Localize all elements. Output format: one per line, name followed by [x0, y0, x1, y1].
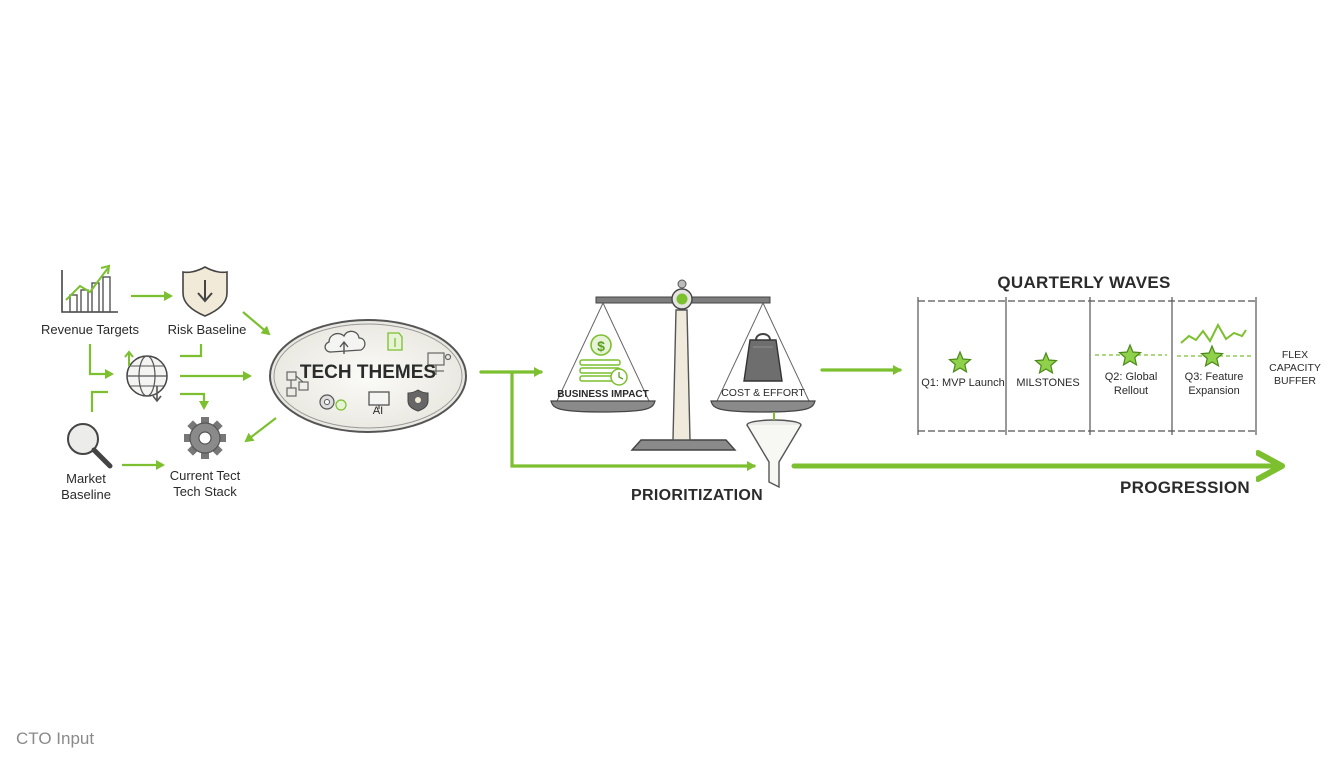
growth-chart-icon	[61, 264, 118, 313]
flex-capacity-label: FLEX CAPACITY BUFFER	[1269, 349, 1321, 388]
tech-themes-oval	[269, 319, 467, 433]
wave-q1-label: Q1: MVP Launch	[921, 377, 1005, 389]
process-icon	[286, 371, 309, 397]
waves-table	[917, 297, 1257, 435]
trend-squiggle-icon	[1180, 322, 1247, 344]
star-icon	[1034, 351, 1058, 375]
risk-baseline-label: Risk Baseline	[167, 322, 247, 337]
quarterly-waves-title: QUARTERLY WAVES	[997, 273, 1171, 292]
progression-label: PROGRESSION	[1120, 478, 1250, 497]
business-impact-label: BUSINESS IMPACT	[557, 389, 649, 400]
revenue-targets-label: Revenue Targets	[40, 322, 140, 337]
wave-milestones-label: MILSTONES	[1016, 377, 1080, 389]
weight-icon	[743, 333, 783, 382]
prioritization-label: PRIORITIZATION	[631, 487, 763, 504]
star-icon	[948, 350, 972, 374]
cto-input-caption: CTO Input	[16, 729, 95, 748]
network-icon	[427, 352, 452, 375]
monitor-icon	[368, 391, 390, 409]
cost-effort-label: COST & EFFORT	[721, 387, 805, 399]
cloud-upload-icon	[324, 330, 366, 354]
milestone-stars	[948, 343, 1224, 375]
wave-q3-label: Q3: Feature Expansion	[1184, 371, 1244, 397]
flow-connectors	[479, 365, 902, 471]
document-icon	[387, 332, 403, 351]
current-tech-stack-label: Current Tect Tech Stack	[169, 468, 241, 500]
ai-label: AI	[372, 405, 384, 417]
settings-mini-icon	[319, 394, 347, 411]
balance-scale: $	[550, 279, 816, 451]
svg-text:$: $	[597, 338, 605, 354]
dollar-stack-icon: $	[579, 334, 628, 386]
star-icon	[1200, 344, 1224, 368]
market-baseline-label: Market Baseline	[61, 471, 111, 503]
funnel-icon	[746, 412, 802, 489]
gear-icon	[184, 417, 226, 459]
shield-down-icon	[182, 266, 228, 317]
star-icon	[1118, 343, 1142, 367]
magnifier-icon	[67, 423, 113, 469]
globe-icon	[124, 350, 168, 403]
security-badge-icon	[407, 389, 429, 412]
wave-q2-label: Q2: Global Rellout	[1104, 371, 1158, 397]
tech-themes-title: TECH THEMES	[299, 362, 437, 383]
input-connectors	[88, 291, 277, 470]
